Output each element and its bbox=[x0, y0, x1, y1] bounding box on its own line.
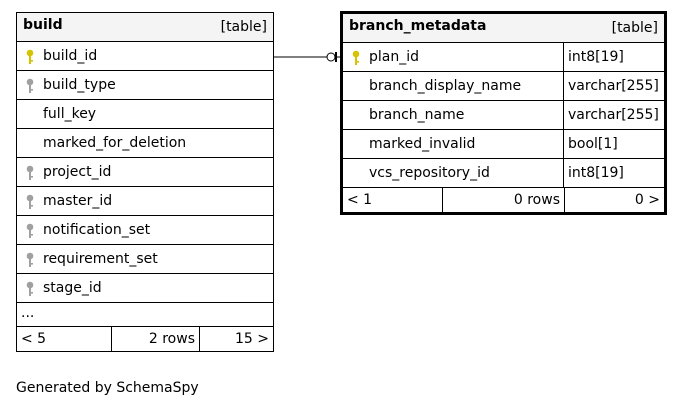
column-name: stage_id bbox=[43, 280, 102, 296]
children-count[interactable]: 15 > bbox=[199, 327, 273, 351]
column-name: branch_display_name bbox=[369, 72, 564, 100]
key-slot bbox=[343, 159, 369, 187]
key-slot bbox=[343, 101, 369, 129]
column-row[interactable]: build_id bbox=[17, 42, 273, 71]
column-row[interactable]: stage_id bbox=[17, 274, 273, 303]
table-build[interactable]: build [table] build_id build_type full_key… bbox=[16, 12, 274, 352]
primary-key-icon bbox=[352, 50, 360, 70]
more-columns: ... bbox=[17, 303, 273, 327]
column-type: varchar[255] bbox=[568, 107, 659, 123]
table-kind: [table] bbox=[220, 19, 267, 35]
table-name: branch_metadata bbox=[349, 17, 487, 34]
rows-count: 2 rows bbox=[111, 327, 199, 351]
key-slot bbox=[17, 274, 43, 302]
key-slot bbox=[17, 216, 43, 244]
column-name: build_type bbox=[43, 77, 116, 93]
column-name: notification_set bbox=[43, 222, 151, 238]
key-slot bbox=[17, 42, 43, 70]
table-header: branch_metadata [table] bbox=[343, 14, 664, 43]
key-slot bbox=[17, 187, 43, 215]
column-row[interactable]: marked_for_deletion bbox=[17, 129, 273, 158]
column-name: full_key bbox=[43, 106, 97, 122]
key-slot bbox=[343, 130, 369, 158]
table-footer: < 5 2 rows 15 > bbox=[17, 327, 273, 351]
foreign-key-icon bbox=[26, 252, 34, 272]
primary-key-icon bbox=[26, 49, 34, 69]
key-slot bbox=[17, 100, 43, 128]
foreign-key-icon bbox=[26, 165, 34, 185]
foreign-key-icon bbox=[26, 223, 34, 243]
column-row[interactable]: project_id bbox=[17, 158, 273, 187]
column-row[interactable]: requirement_set bbox=[17, 245, 273, 274]
foreign-key-icon bbox=[26, 78, 34, 98]
column-name: master_id bbox=[43, 193, 113, 209]
column-type: varchar[255] bbox=[568, 78, 659, 94]
rows-count: 0 rows bbox=[442, 188, 564, 212]
column-row[interactable]: build_type bbox=[17, 71, 273, 100]
column-row[interactable]: full_key bbox=[17, 100, 273, 129]
foreign-key-icon bbox=[26, 194, 34, 214]
key-slot bbox=[17, 129, 43, 157]
column-type: bool[1] bbox=[568, 136, 618, 152]
column-name: requirement_set bbox=[43, 251, 158, 267]
table-name: build bbox=[23, 16, 63, 33]
column-name: vcs_repository_id bbox=[369, 159, 564, 187]
key-slot bbox=[343, 72, 369, 100]
key-slot bbox=[17, 158, 43, 186]
key-slot bbox=[17, 71, 43, 99]
table-header: build [table] bbox=[17, 13, 273, 42]
table-footer: < 1 0 rows 0 > bbox=[343, 188, 664, 212]
column-row[interactable]: notification_set bbox=[17, 216, 273, 245]
table-kind: [table] bbox=[611, 20, 658, 36]
key-slot bbox=[343, 43, 369, 71]
parents-count[interactable]: < 5 bbox=[21, 331, 47, 347]
column-type: int8[19] bbox=[568, 165, 624, 181]
parents-count[interactable]: < 1 bbox=[347, 192, 373, 208]
column-name: marked_for_deletion bbox=[43, 135, 187, 151]
column-name: plan_id bbox=[369, 43, 564, 71]
column-name: build_id bbox=[43, 48, 98, 64]
column-name: marked_invalid bbox=[369, 130, 564, 158]
ellipsis-text: ... bbox=[21, 305, 35, 321]
children-count[interactable]: 0 > bbox=[564, 188, 664, 212]
column-name: project_id bbox=[43, 164, 112, 180]
column-row[interactable]: master_id bbox=[17, 187, 273, 216]
column-type: int8[19] bbox=[568, 49, 624, 65]
column-name: branch_name bbox=[369, 101, 564, 129]
generator-credit: Generated by SchemaSpy bbox=[16, 380, 199, 396]
key-slot bbox=[17, 245, 43, 273]
foreign-key-icon bbox=[26, 281, 34, 301]
relationship-connector bbox=[274, 52, 340, 62]
